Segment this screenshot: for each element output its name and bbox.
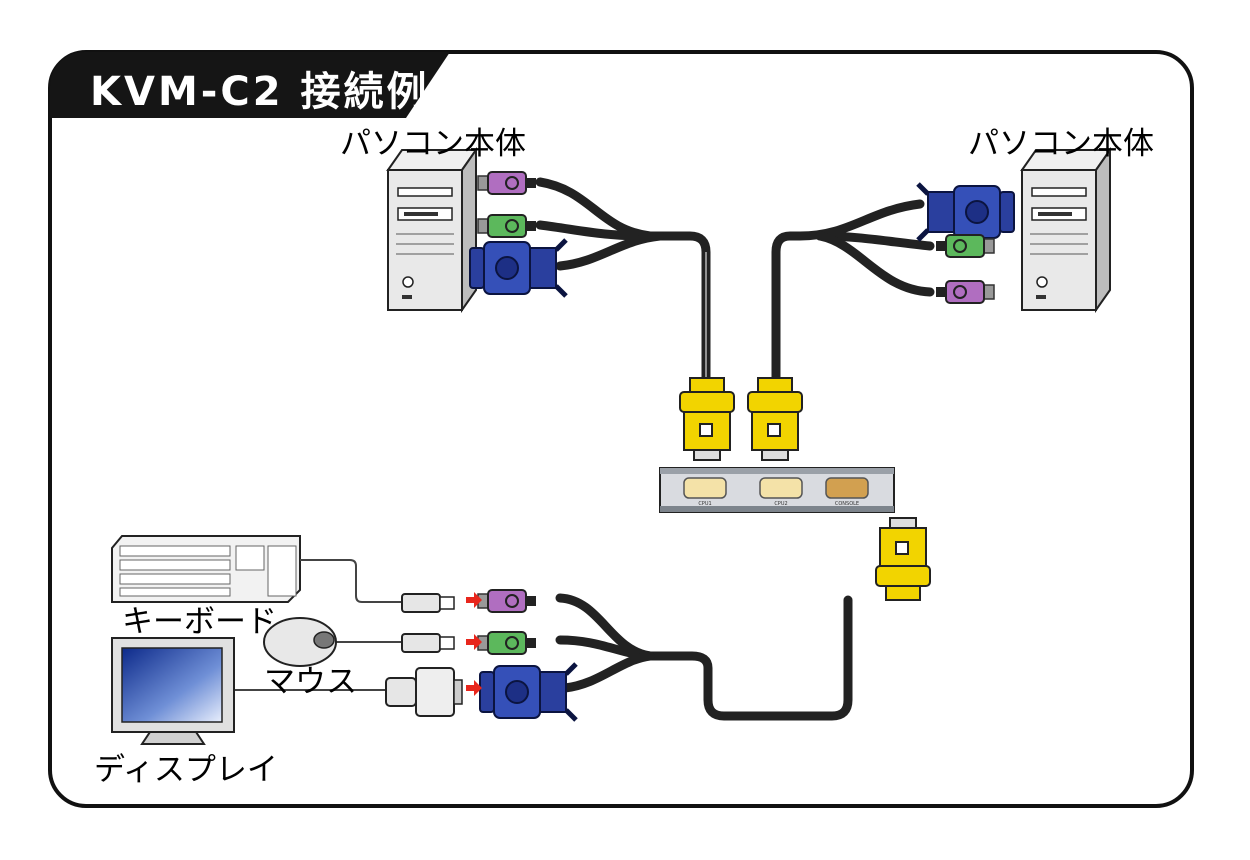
display-plug-icon <box>385 667 463 717</box>
pc-left-icon <box>387 149 477 311</box>
vga-connector-left <box>470 240 566 296</box>
vga-connector-right <box>918 184 1014 240</box>
label-display: ディスプレイ <box>94 752 278 788</box>
title-tab <box>50 52 450 118</box>
display-monitor-icon <box>111 637 235 745</box>
mouse-plug-icon <box>401 633 455 653</box>
ps2-mouse-connector-left <box>477 171 537 195</box>
diagram-title: KVM-C2 接続例 <box>90 69 430 115</box>
kvm-switch <box>659 467 895 513</box>
label-mouse: マウス <box>264 664 357 700</box>
arrow-icons <box>466 592 482 696</box>
ps2-mouse-connector-right <box>935 280 995 304</box>
ps2-keyboard-connector-right <box>935 234 995 258</box>
ps2-keyboard-connector-left <box>477 214 537 238</box>
yellow-vga-connector-console <box>875 517 931 601</box>
cable-console <box>555 593 853 721</box>
label-pc-left: パソコン本体 <box>340 126 526 162</box>
diagram-frame <box>48 50 1194 808</box>
yellow-vga-connector-cpu2 <box>747 377 803 461</box>
cable-left-pc <box>535 177 711 385</box>
mouse-icon <box>263 617 337 667</box>
label-pc-right: パソコン本体 <box>968 126 1154 162</box>
label-keyboard: キーボード <box>122 604 277 640</box>
vga-connector-console <box>480 664 576 720</box>
pc-right-icon <box>1021 149 1111 311</box>
ps2-keyboard-connector-console <box>477 631 537 655</box>
keyboard-plug-icon <box>401 593 455 613</box>
port-label-cpu2: CPU2 <box>774 501 787 507</box>
keyboard-icon <box>111 535 301 603</box>
port-label-cpu1: CPU1 <box>698 501 711 507</box>
yellow-vga-connector-cpu1 <box>679 377 735 461</box>
ps2-mouse-connector-console <box>477 589 537 613</box>
port-label-console: CONSOLE <box>835 501 859 507</box>
cable-right-pc <box>771 199 935 385</box>
